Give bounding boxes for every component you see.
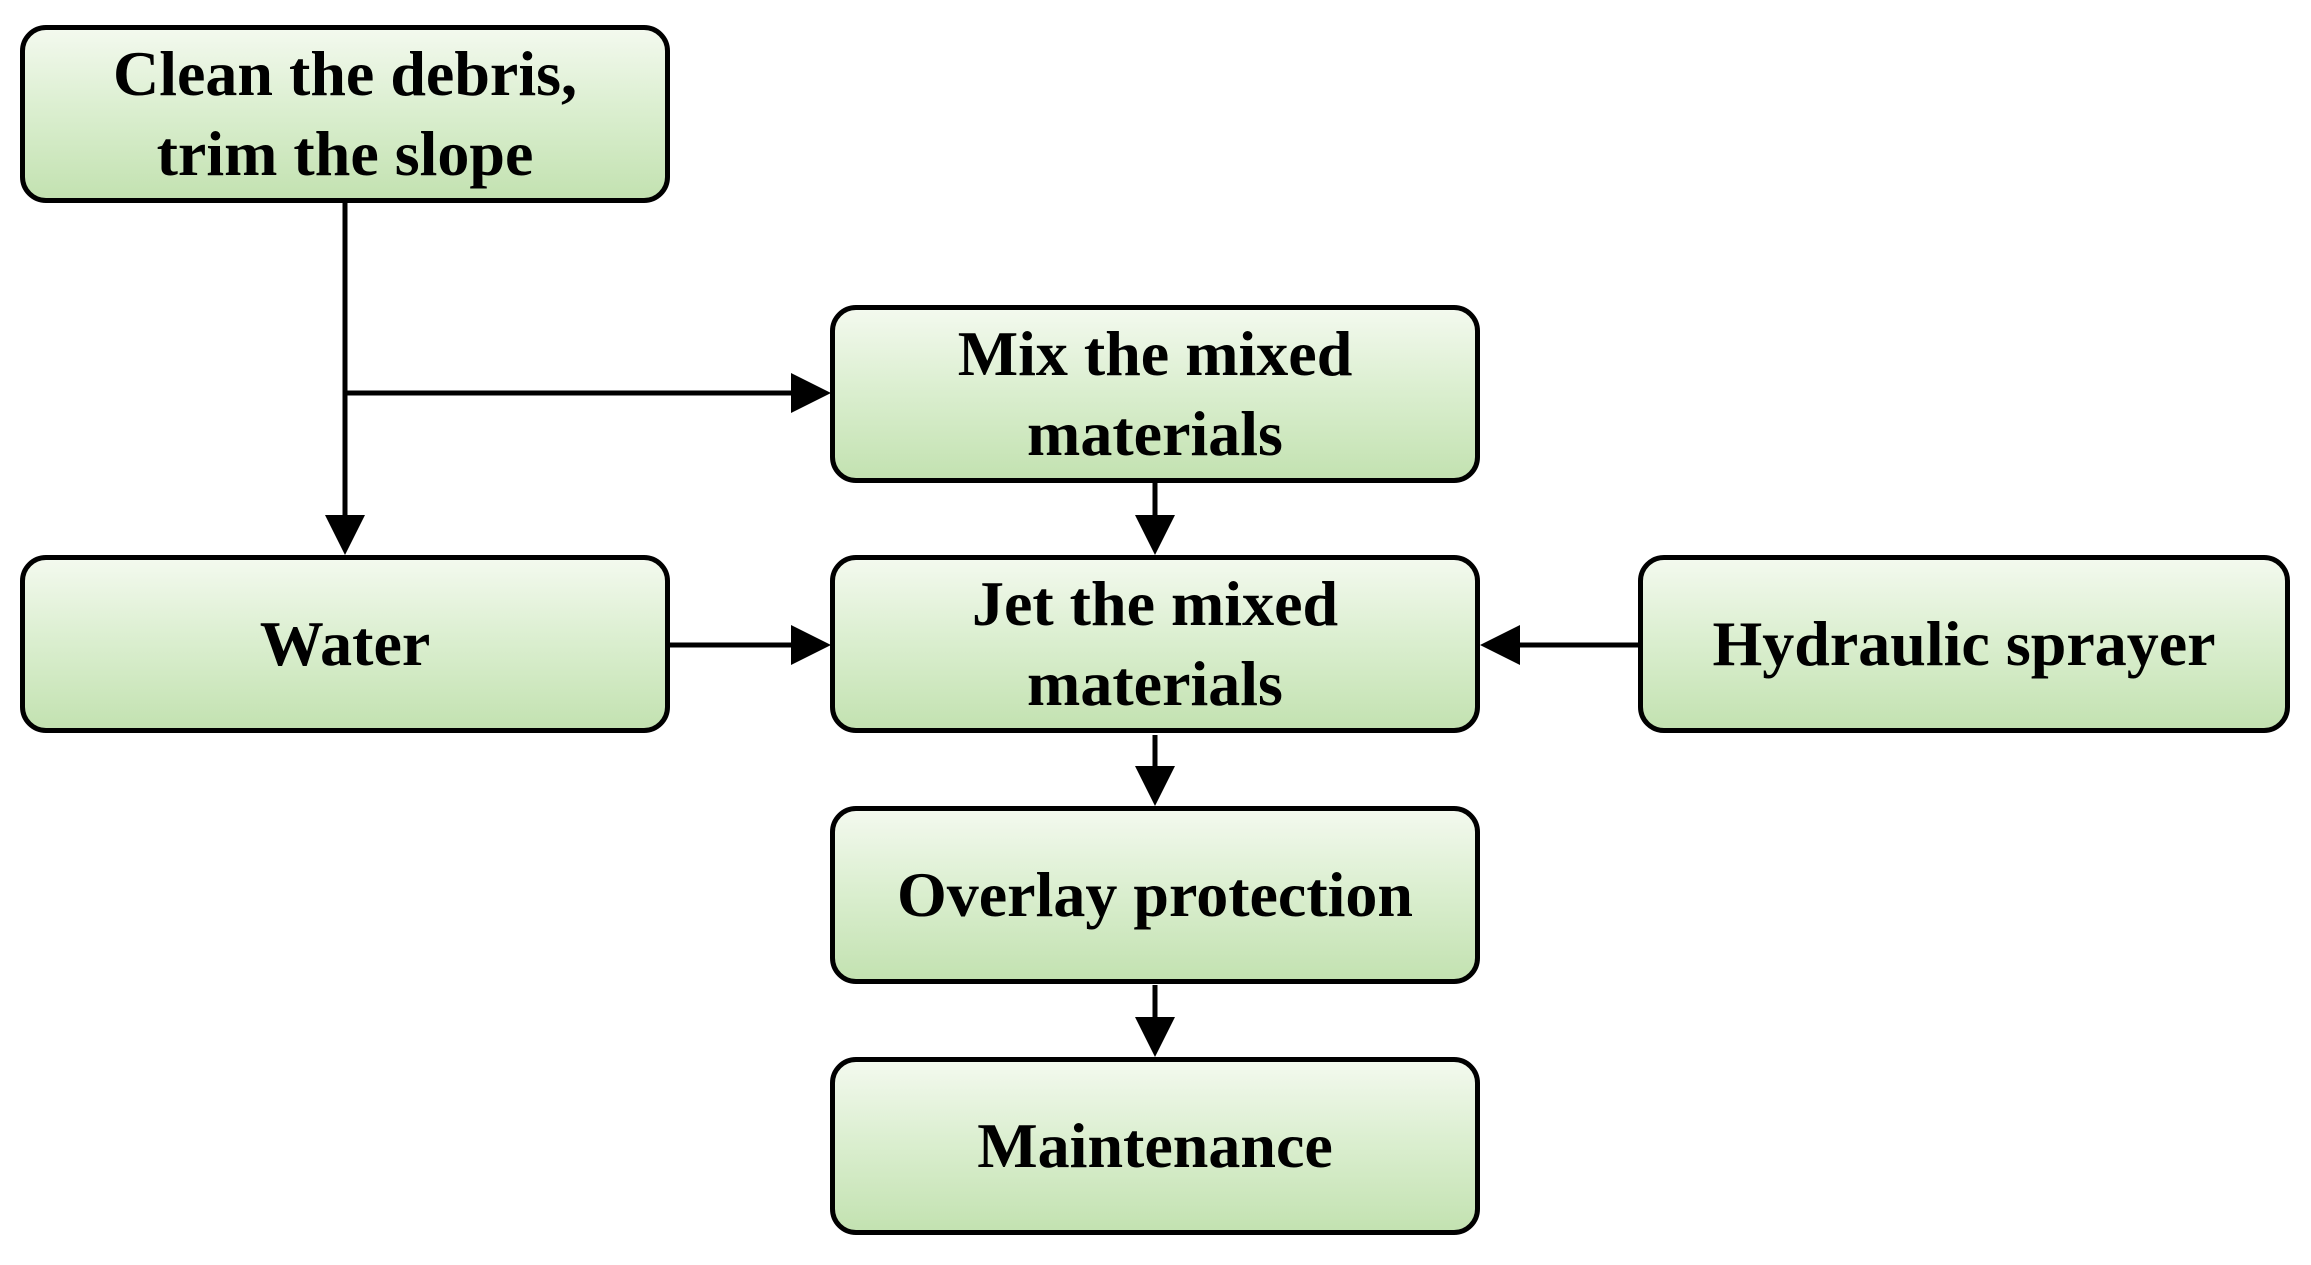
node-clean-debris-label: Clean the debris, trim the slope (113, 38, 577, 189)
node-water-label: Water (259, 608, 431, 679)
node-water: Water (20, 555, 670, 733)
node-clean-debris: Clean the debris, trim the slope (20, 25, 670, 203)
node-jet-materials: Jet the mixed materials (830, 555, 1480, 733)
node-mix-materials: Mix the mixed materials (830, 305, 1480, 483)
node-hydraulic-sprayer: Hydraulic sprayer (1638, 555, 2290, 733)
node-overlay-protection-label: Overlay protection (896, 859, 1414, 930)
node-maintenance-label: Maintenance (977, 1110, 1333, 1181)
node-maintenance: Maintenance (830, 1057, 1480, 1235)
node-hydraulic-sprayer-label: Hydraulic sprayer (1712, 608, 2216, 679)
node-mix-materials-label: Mix the mixed materials (957, 318, 1353, 469)
node-jet-materials-label: Jet the mixed materials (971, 568, 1339, 719)
node-overlay-protection: Overlay protection (830, 806, 1480, 984)
